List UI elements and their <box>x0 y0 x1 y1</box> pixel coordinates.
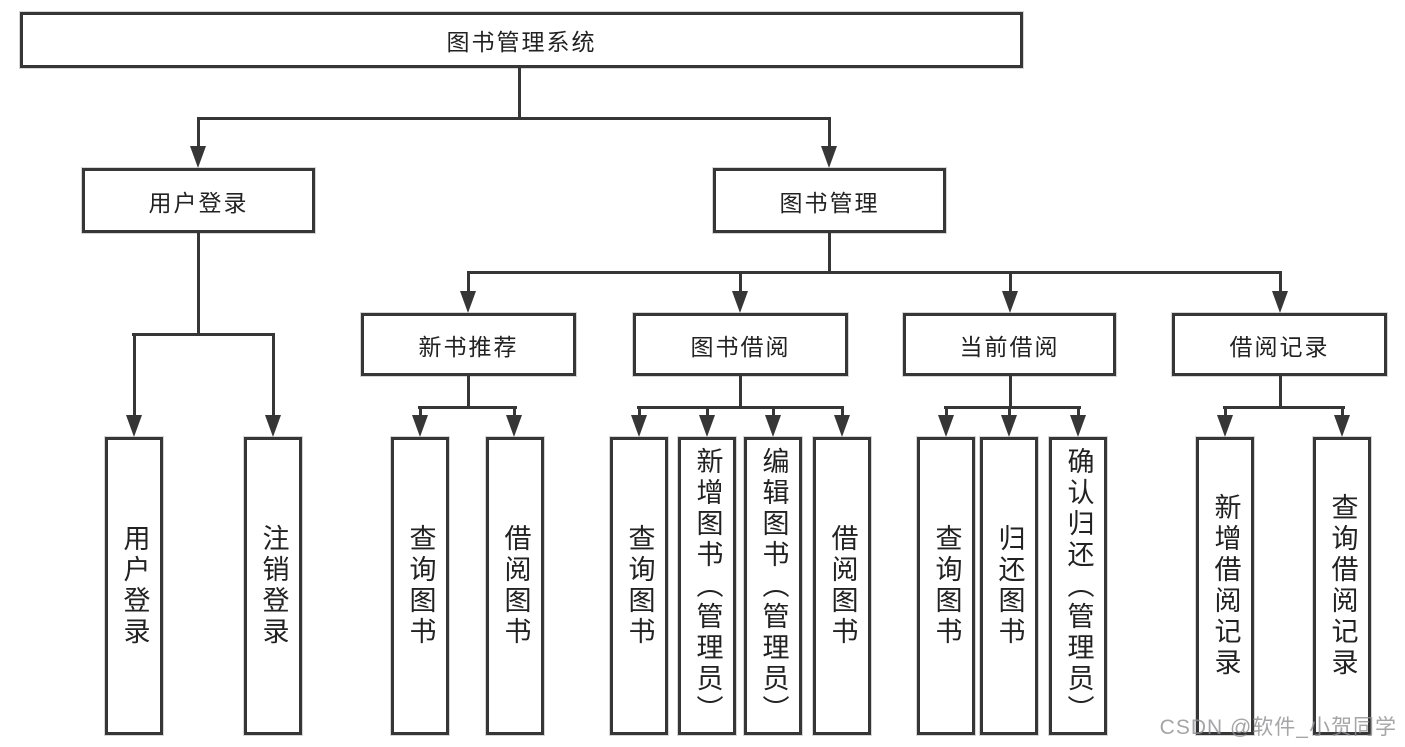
node-label: 编辑图书（管理员） <box>758 446 789 726</box>
connector-line <box>197 117 831 120</box>
arrow-down-icon <box>631 415 647 437</box>
arrow-down-icon <box>265 415 281 437</box>
node-label: 用户登录 <box>148 189 249 216</box>
connector-line <box>467 376 470 409</box>
node-current-borrowing: 当前借阅 <box>903 313 1116 376</box>
connector-line <box>1223 406 1345 409</box>
arrow-down-icon <box>1070 415 1086 437</box>
node-label: 用户登录 <box>119 524 150 648</box>
arrow-down-icon <box>1334 415 1350 437</box>
arrow-down-icon <box>1272 291 1288 313</box>
connector-line <box>1224 406 1227 417</box>
node-label: 借阅图书 <box>500 524 531 648</box>
node-book-borrowing: 图书借阅 <box>633 313 848 376</box>
arrow-down-icon <box>938 415 954 437</box>
connector-line <box>132 333 275 336</box>
connector-line <box>467 271 470 293</box>
node-leaf-borrow-books-recommendation: 借阅图书 <box>486 437 544 735</box>
node-leaf-query-borrow-record: 查询借阅记录 <box>1313 437 1371 735</box>
arrow-down-icon <box>834 415 850 437</box>
node-label: 图书管理系统 <box>446 29 597 55</box>
node-borrowing-records: 借阅记录 <box>1172 313 1387 376</box>
connector-line <box>419 406 422 417</box>
connector-line <box>1009 271 1012 293</box>
node-leaf-query-books-borrowing: 查询图书 <box>610 437 668 735</box>
connector-line <box>518 68 521 119</box>
arrow-down-icon <box>1001 415 1017 437</box>
node-user-login: 用户登录 <box>82 168 315 233</box>
node-book-management: 图书管理 <box>713 168 946 233</box>
arrow-down-icon <box>1217 415 1233 437</box>
node-leaf-return-book: 归还图书 <box>980 437 1038 735</box>
arrow-down-icon <box>821 146 837 168</box>
arrow-down-icon <box>412 415 428 437</box>
node-label: 查询图书 <box>931 524 962 648</box>
arrow-down-icon <box>126 415 142 437</box>
node-leaf-logout: 注销登录 <box>244 437 302 735</box>
connector-line <box>272 333 275 415</box>
node-label: 查询图书 <box>405 524 436 648</box>
connector-line <box>1077 406 1080 417</box>
connector-line <box>944 406 1081 409</box>
node-leaf-query-books-recommendation: 查询图书 <box>391 437 449 735</box>
node-label: 借阅图书 <box>827 524 858 648</box>
node-label: 新书推荐 <box>418 333 519 360</box>
node-leaf-borrow-books-borrowing: 借阅图书 <box>813 437 871 735</box>
connector-line <box>467 271 1282 274</box>
connector-line <box>1341 406 1344 417</box>
node-leaf-edit-book-admin: 编辑图书（管理员） <box>744 437 802 735</box>
connector-line <box>418 406 517 409</box>
connector-line <box>739 271 742 293</box>
node-label: 当前借阅 <box>959 333 1060 360</box>
arrow-down-icon <box>732 291 748 313</box>
connector-line <box>841 406 844 417</box>
connector-line <box>513 406 516 417</box>
node-label: 查询借阅记录 <box>1327 493 1358 679</box>
node-label: 确认归还（管理员） <box>1063 446 1094 726</box>
connector-line <box>197 233 200 336</box>
arrow-down-icon <box>190 146 206 168</box>
node-label: 图书借阅 <box>690 333 791 360</box>
connector-line <box>828 117 831 147</box>
connector-line <box>772 406 775 417</box>
connector-line <box>1009 376 1012 409</box>
node-library-management-system: 图书管理系统 <box>20 12 1023 68</box>
node-label: 借阅记录 <box>1229 333 1330 360</box>
node-label: 归还图书 <box>994 524 1025 648</box>
connector-line <box>945 406 948 417</box>
connector-line <box>133 333 136 415</box>
arrow-down-icon <box>1002 291 1018 313</box>
node-leaf-add-book-admin: 新增图书（管理员） <box>678 437 736 735</box>
node-label: 新增借阅记录 <box>1210 493 1241 679</box>
watermark: CSDN @软件_小贺同学 <box>1159 716 1397 739</box>
arrow-down-icon <box>699 415 715 437</box>
node-leaf-confirm-return-admin: 确认归还（管理员） <box>1049 437 1107 735</box>
node-leaf-user-login: 用户登录 <box>105 437 163 735</box>
connector-line <box>1008 406 1011 417</box>
connector-line <box>828 233 831 274</box>
node-label: 图书管理 <box>779 189 880 216</box>
connector-line <box>1279 376 1282 409</box>
connector-line <box>1279 271 1282 293</box>
connector-line <box>739 376 742 409</box>
connector-line <box>706 406 709 417</box>
connector-line <box>637 406 844 409</box>
connector-line <box>197 117 200 147</box>
node-label: 新增图书（管理员） <box>692 446 723 726</box>
node-new-book-recommendation: 新书推荐 <box>361 313 576 376</box>
node-label: 查询图书 <box>624 524 655 648</box>
node-label: 注销登录 <box>258 524 289 648</box>
arrow-down-icon <box>506 415 522 437</box>
connector-line <box>638 406 641 417</box>
node-leaf-add-borrow-record: 新增借阅记录 <box>1196 437 1254 735</box>
arrow-down-icon <box>460 291 476 313</box>
node-leaf-query-books-current: 查询图书 <box>917 437 975 735</box>
arrow-down-icon <box>765 415 781 437</box>
